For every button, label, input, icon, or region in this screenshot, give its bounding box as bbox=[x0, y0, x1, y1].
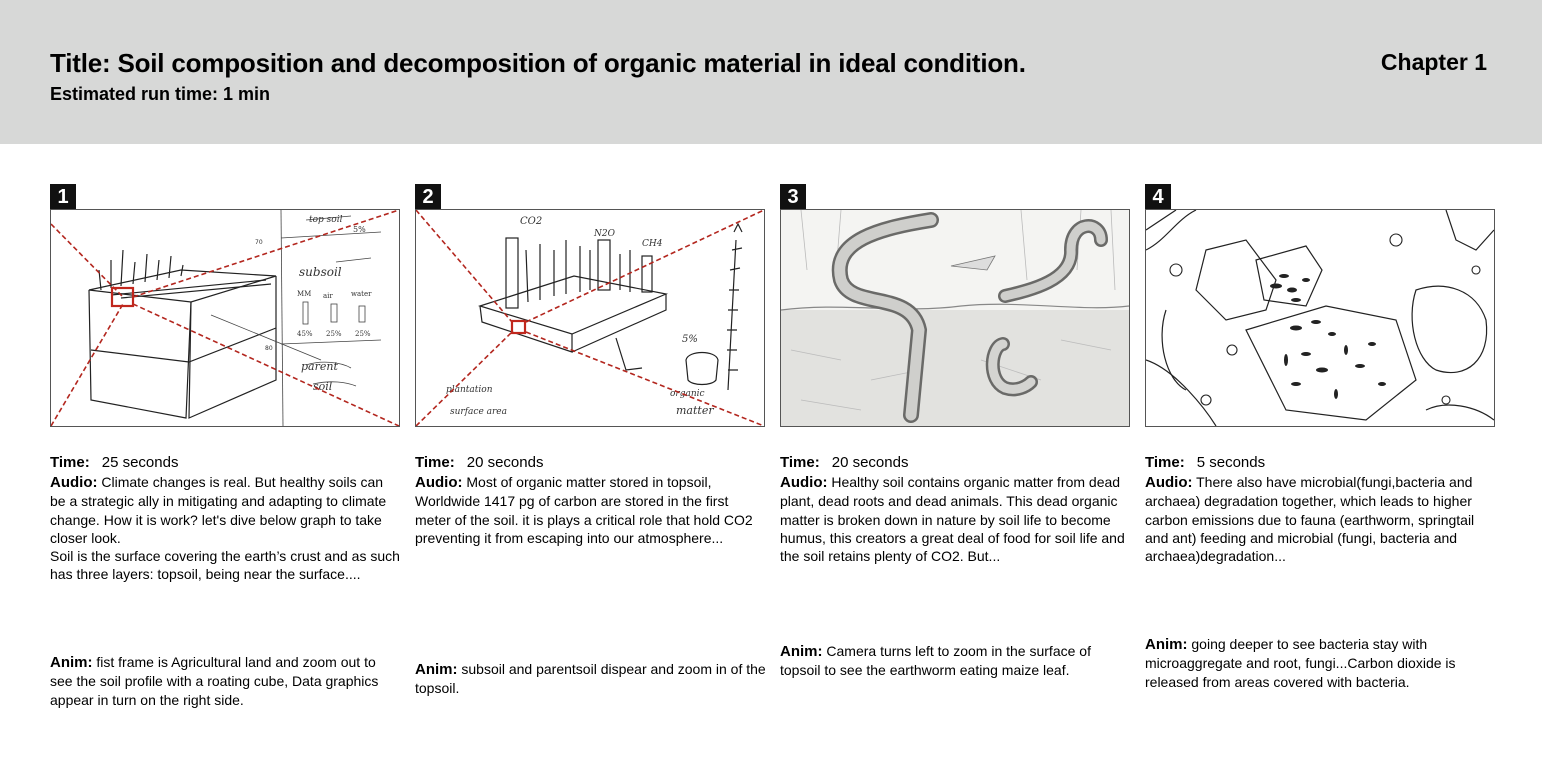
chapter-label: Chapter 1 bbox=[1380, 49, 1487, 75]
audio-text: Audio: Climate changes is real. But heal… bbox=[50, 474, 400, 583]
sketch-note: 25% bbox=[355, 330, 371, 338]
sketch-note: air bbox=[323, 292, 333, 300]
page-title: Title: Soil composition and decompositio… bbox=[50, 48, 1026, 78]
anim-text: Anim: Camera turns left to zoom in the s… bbox=[780, 643, 1091, 679]
sketch-note: 45% bbox=[297, 330, 313, 338]
sketch-frame-soil-cube: top soil 5% subsoil MM air water 45% 25%… bbox=[50, 209, 400, 427]
sketch-note: 80 bbox=[265, 345, 273, 352]
time-value: 25 seconds bbox=[101, 454, 179, 471]
time-row: Time:20 seconds bbox=[780, 454, 909, 471]
audio-text: Audio: There also have microbial(fungi,b… bbox=[1145, 474, 1475, 565]
panel-number: 2 bbox=[415, 184, 441, 210]
panel-number: 1 bbox=[50, 184, 76, 210]
sketch-note: MM bbox=[297, 290, 311, 298]
anim-text: Anim: subsoil and parentsoil dispear and… bbox=[415, 661, 766, 697]
sketch-note: 70 bbox=[255, 239, 263, 246]
sketch-frame-microbes bbox=[1145, 209, 1495, 427]
anim-text: Anim: fist frame is Agricultural land an… bbox=[50, 654, 379, 708]
sketch-note: 25% bbox=[326, 330, 342, 338]
time-row: Time:5 seconds bbox=[1145, 454, 1266, 471]
sketch-note: water bbox=[351, 290, 372, 298]
sketch-note: plantation bbox=[446, 385, 493, 395]
sketch-note: parent bbox=[301, 360, 338, 373]
sketch-note: matter bbox=[676, 404, 714, 417]
time-value: 5 seconds bbox=[1196, 454, 1266, 471]
sketch-note: organic bbox=[670, 389, 705, 399]
time-row: Time:20 seconds bbox=[415, 454, 544, 471]
sketch-frame-earthworms bbox=[780, 209, 1130, 427]
sketch-note: soil bbox=[313, 380, 333, 393]
audio-text: Audio: Healthy soil contains organic mat… bbox=[780, 474, 1125, 565]
sketch-note: 5% bbox=[353, 225, 366, 234]
time-row: Time:25 seconds bbox=[50, 454, 179, 471]
panel-number: 4 bbox=[1145, 184, 1171, 210]
sketch-frame-topsoil: CO2 N2O CH4 5% organic matter plantation… bbox=[415, 209, 765, 427]
sketch-note: surface area bbox=[450, 407, 507, 417]
sketch-note: N2O bbox=[593, 229, 616, 239]
panel-number: 3 bbox=[780, 184, 806, 210]
header-bar: Title: Soil composition and decompositio… bbox=[0, 0, 1542, 144]
time-value: 20 seconds bbox=[831, 454, 909, 471]
sketch-note: top soil bbox=[309, 215, 343, 225]
time-value: 20 seconds bbox=[466, 454, 544, 471]
sketch-note: subsoil bbox=[299, 265, 342, 279]
run-time: Estimated run time: 1 min bbox=[50, 84, 271, 104]
anim-text: Anim: going deeper to see bacteria stay … bbox=[1145, 636, 1456, 690]
audio-text: Audio: Most of organic matter stored in … bbox=[415, 474, 753, 546]
sketch-note: CO2 bbox=[520, 216, 542, 227]
sketch-note: 5% bbox=[682, 334, 698, 345]
sketch-note: CH4 bbox=[642, 239, 663, 249]
